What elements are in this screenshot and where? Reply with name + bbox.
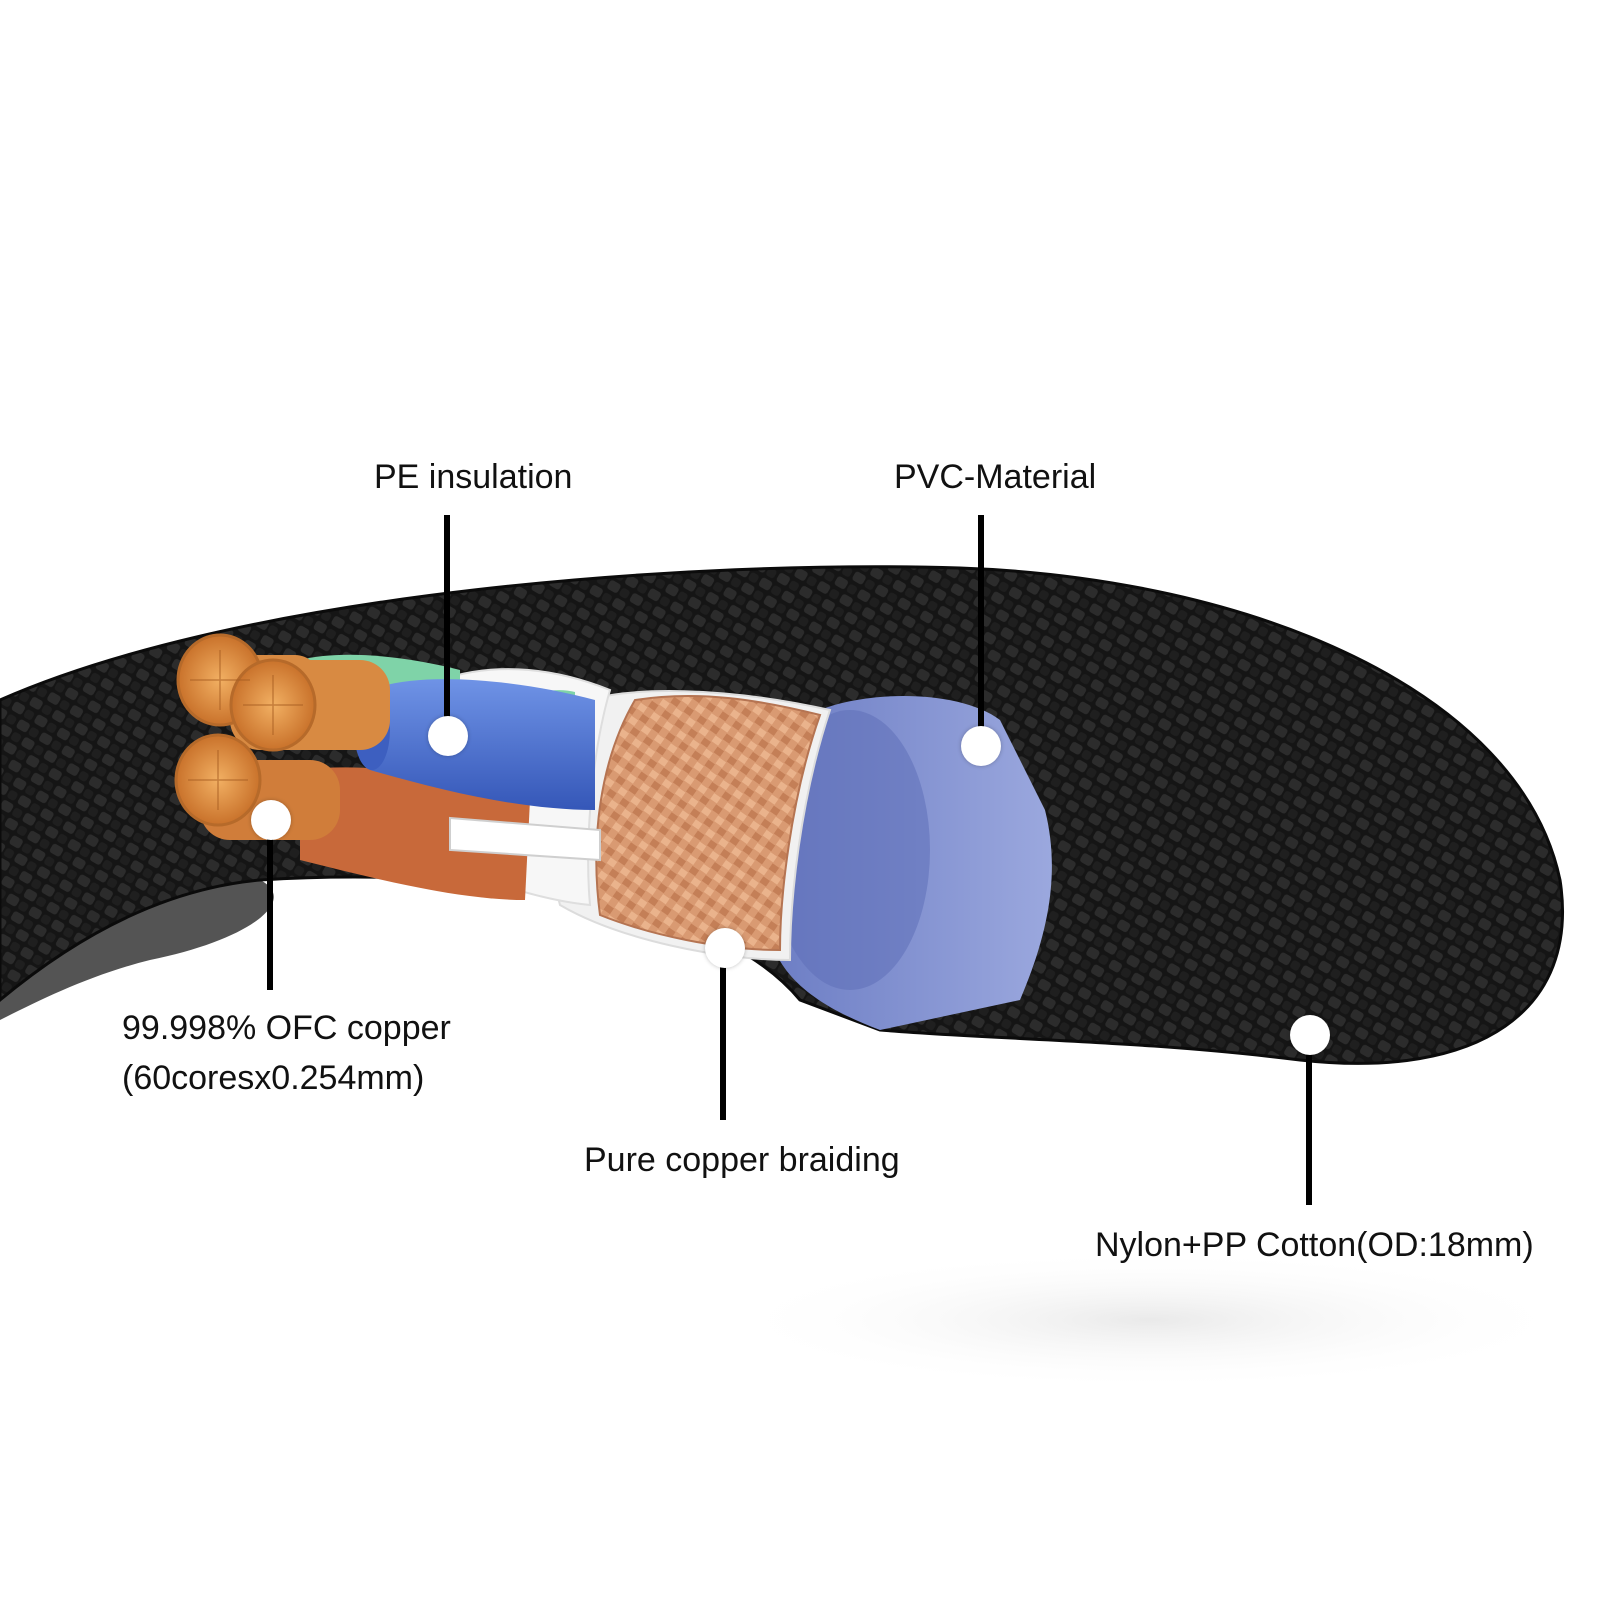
- pe-insulation-label: PE insulation: [374, 458, 573, 496]
- copper-braiding-label: Pure copper braiding: [584, 1141, 900, 1179]
- outer-jacket-leader: [1306, 1040, 1312, 1205]
- outer-jacket-label: Nylon+PP Cotton(OD:18mm): [1095, 1226, 1534, 1264]
- brown-conductor: [300, 767, 530, 900]
- outer-jacket-marker: [1290, 1015, 1330, 1055]
- pe-insulation-leader: [444, 515, 450, 740]
- ofc-copper-label-line1: 99.998% OFC copper: [122, 1009, 451, 1047]
- ofc-copper-label-line2: (60coresx0.254mm): [122, 1059, 425, 1097]
- pvc-material-label: PVC-Material: [894, 458, 1097, 496]
- ofc-copper-marker: [251, 800, 291, 840]
- copper-braiding-marker: [705, 928, 745, 968]
- pe-insulation-marker: [428, 716, 468, 756]
- copper-braiding-leader: [720, 945, 726, 1120]
- pvc-material-leader: [978, 515, 984, 745]
- pvc-material-marker: [961, 726, 1001, 766]
- ofc-copper-leader: [267, 820, 273, 990]
- blue-conductor: [355, 679, 595, 810]
